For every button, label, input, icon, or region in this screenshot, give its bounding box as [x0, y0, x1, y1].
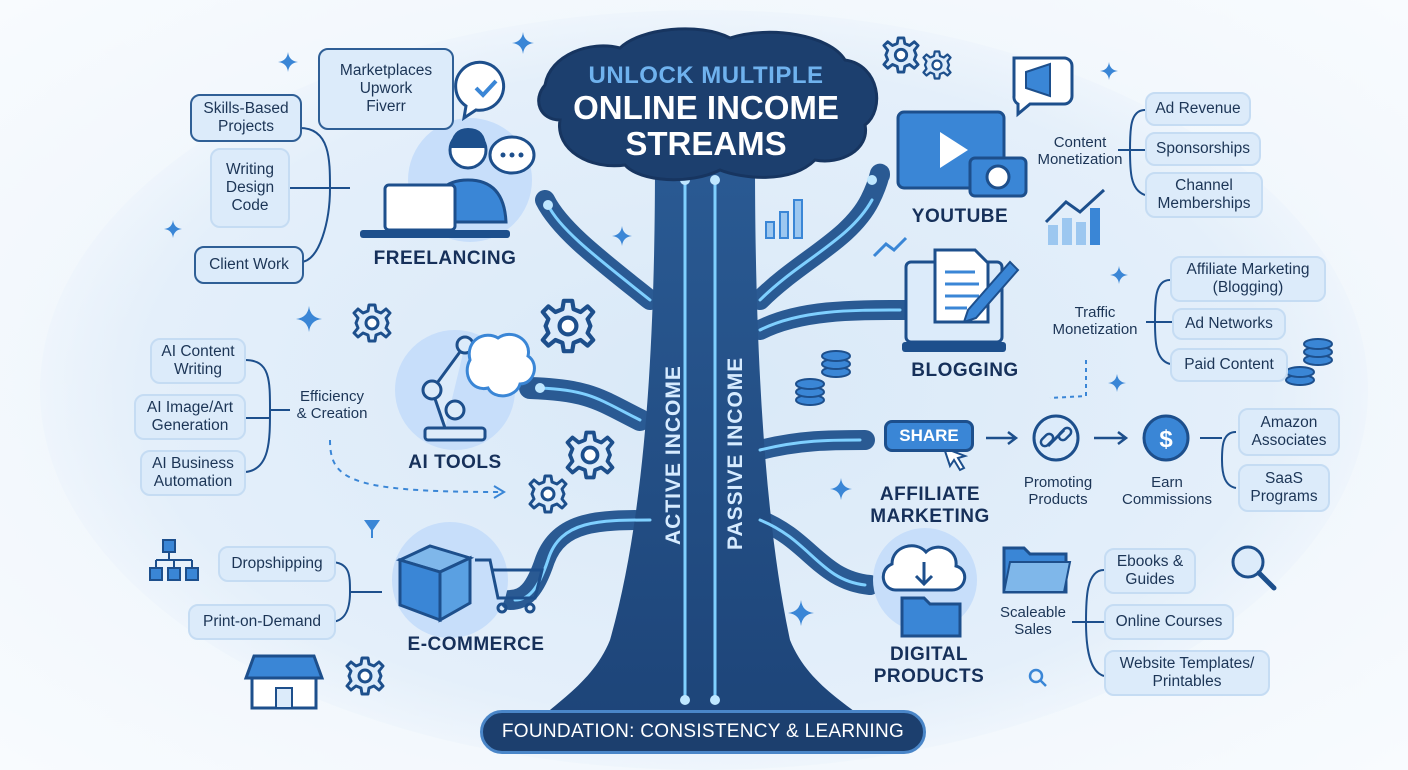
- writing-design-code-box: Writing Design Code: [210, 148, 290, 228]
- camera-icon: [968, 156, 1028, 198]
- dropshipping-box: Dropshipping: [218, 546, 336, 582]
- sparkle-icon: [788, 600, 814, 626]
- chat-dots-icon: [488, 135, 536, 175]
- print-on-demand-box: Print-on-Demand: [188, 604, 336, 640]
- gear-icon: [565, 430, 615, 480]
- ai-business-automation-box: AI Business Automation: [140, 450, 246, 496]
- cloud-download-icon: [881, 544, 967, 592]
- earn-commissions-text: Earn Commissions: [1121, 474, 1212, 508]
- efficiency-creation-text: Efficiency & Creation: [296, 388, 368, 422]
- website-templates-box: Website Templates/ Printables: [1104, 650, 1270, 696]
- content-monetization-text: Content Monetization: [1037, 134, 1123, 168]
- saas-programs-box: SaaS Programs: [1238, 464, 1330, 512]
- box-icon: [395, 544, 475, 623]
- blog-dashed-connector: [1049, 360, 1087, 399]
- gear-icon: [345, 656, 385, 696]
- title-cloud: [537, 27, 879, 182]
- megaphone-icon: [1012, 56, 1074, 118]
- laptop-icon: [360, 183, 510, 238]
- document-pen-icon: [902, 248, 1020, 352]
- active-income-label: ACTIVE INCOME: [662, 365, 685, 545]
- arrow-icon: [986, 431, 1019, 445]
- title-line-1: UNLOCK MULTIPLE: [588, 62, 824, 89]
- sparkle-icon: [1100, 62, 1118, 80]
- sparkle-icon: [512, 32, 534, 54]
- affiliate-marketing-blogging-box: Affiliate Marketing (Blogging): [1170, 256, 1326, 302]
- gear-icon: [882, 36, 920, 74]
- ai-image-generation-box: AI Image/Art Generation: [134, 394, 246, 440]
- passive-income-label: PASSIVE INCOME: [724, 356, 747, 550]
- ad-revenue-box: Ad Revenue: [1145, 92, 1251, 126]
- title-line-2: ONLINE INCOME STREAMS: [573, 89, 839, 162]
- coins-icon: [795, 338, 1333, 406]
- gear-icon: [543, 301, 593, 351]
- sponsorships-box: Sponsorships: [1145, 132, 1261, 166]
- trend-line-icon: [872, 236, 908, 258]
- sparkle-icon: [1108, 374, 1126, 392]
- sparkle-icon: [164, 220, 182, 238]
- trend-chart-icon: [1044, 188, 1106, 245]
- scaleable-sales-text: Scaleable Sales: [1000, 604, 1066, 638]
- paid-content-box: Paid Content: [1170, 348, 1288, 382]
- traffic-monetization-text: Traffic Monetization: [1052, 304, 1138, 338]
- storefront-icon: [243, 654, 325, 710]
- amazon-associates-box: Amazon Associates: [1238, 408, 1340, 456]
- sparkle-icon: [830, 478, 852, 500]
- check-chat-icon: [454, 60, 506, 122]
- youtube-label: YOUTUBE: [911, 206, 1009, 227]
- gear-icon: [922, 50, 952, 80]
- digital-products-label: DIGITAL PRODUCTS: [873, 644, 985, 687]
- ecommerce-label: E-COMMERCE: [407, 634, 545, 655]
- shopping-cart-icon: [475, 558, 544, 614]
- sparkle-icon: [612, 226, 632, 246]
- ebooks-guides-box: Ebooks & Guides: [1104, 548, 1196, 594]
- bar-chart-icon: [765, 199, 803, 239]
- robot-arm-icon: [421, 335, 487, 442]
- link-icon: [1032, 414, 1080, 462]
- gear-icon: [352, 303, 392, 343]
- sparkle-icon: [1110, 266, 1128, 284]
- cursor-hand-icon: [942, 446, 969, 472]
- gear-icon: [528, 474, 568, 514]
- foundation-banner: FOUNDATION: CONSISTENCY & LEARNING: [480, 710, 926, 754]
- sparkle-icon: [296, 306, 322, 332]
- freelancing-label: FREELANCING: [373, 248, 517, 269]
- share-button[interactable]: SHARE: [884, 420, 974, 452]
- marketplaces-box: Marketplaces Upwork Fiverr: [318, 48, 454, 130]
- online-courses-box: Online Courses: [1104, 604, 1234, 640]
- arrow-icon: [1094, 431, 1129, 445]
- org-chart-icon: [149, 539, 199, 581]
- ad-networks-box: Ad Networks: [1172, 308, 1286, 340]
- promoting-products-text: Promoting Products: [1023, 474, 1093, 508]
- blogging-label: BLOGGING: [911, 360, 1019, 381]
- ai-content-writing-box: AI Content Writing: [150, 338, 246, 384]
- funnel-icon: [364, 520, 380, 538]
- ai-dashed-connector: [329, 439, 501, 493]
- channel-memberships-box: Channel Memberships: [1145, 172, 1263, 218]
- affiliate-marketing-label: AFFILIATE MARKETING: [870, 484, 990, 527]
- brain-icon: [465, 332, 536, 398]
- ai-tools-label: AI TOOLS: [408, 452, 502, 473]
- sparkle-icon: [278, 52, 298, 72]
- client-work-box: Client Work: [194, 246, 304, 284]
- dollar-coin-icon: $: [1142, 414, 1190, 462]
- folder-icon: [900, 546, 1072, 638]
- search-icon: [1028, 545, 1277, 687]
- svg-text:$: $: [1159, 426, 1173, 453]
- skills-based-box: Skills-Based Projects: [190, 94, 302, 142]
